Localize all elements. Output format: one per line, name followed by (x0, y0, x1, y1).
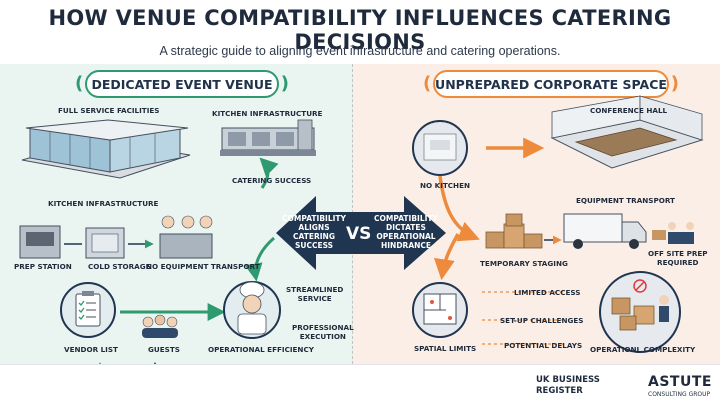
floor-plan-icon (412, 282, 468, 338)
chef-icon (223, 281, 281, 339)
corporate-space-heading-text: UNPREPARED CORPORATE SPACE (435, 76, 667, 92)
spatial-limits-label: SPATIAL LIMITS (414, 344, 477, 353)
professional-execution-label: PROFESSIONAL EXECUTION (292, 323, 354, 341)
arrow-to-staging (438, 175, 480, 242)
vs-label: VS (346, 224, 372, 244)
arrow-to-catering-success (259, 157, 279, 189)
paren-left-icon: ( (423, 73, 432, 94)
conference-hall-label: CONFERENCE HALL (590, 106, 668, 115)
catering-success-label: CATERING SUCCESS (232, 176, 312, 185)
full-service-label: FULL SERVICE FACILITIES (58, 106, 160, 115)
streamlined-service-label: STREAMLINED SERVICE (286, 285, 344, 303)
truck-icon (563, 213, 647, 249)
setup-challenges-label: SET-UP CHALLENGES (500, 316, 584, 325)
operational-efficiency-label: OPERATIONAL EFFICIENCY (208, 345, 314, 354)
astute-brand-name: ASTUTE (648, 374, 712, 390)
cold-storage-label: COLD STORAGE (88, 262, 151, 271)
guests-label: GUESTS (148, 345, 180, 354)
workers-icon (652, 222, 694, 244)
kitchen-infrastructure-icon (220, 119, 316, 156)
compatibility-dictates-text: COMPATIBILITY DICTATES OPERATIONAL HINDR… (374, 214, 438, 250)
paren-right-icon: ) (280, 73, 289, 94)
arrow-to-spatial-limits (433, 233, 460, 281)
dedicated-venue-panel (0, 64, 352, 364)
clipboard-icon (60, 282, 116, 338)
venue-building-icon (21, 119, 191, 179)
empty-room-icon (412, 120, 468, 176)
page-title: HOW VENUE COMPATIBILITY INFLUENCES CATER… (48, 6, 672, 54)
no-kitchen-label: NO KITCHEN (420, 181, 470, 190)
complex-operations-icon (599, 271, 681, 353)
offsite-prep-label: OFF SITE PREP REQUIRED (648, 249, 708, 267)
conference-hall-icon (550, 95, 704, 169)
boxes-icon (485, 213, 543, 249)
kitchen-equipment-icon (19, 215, 213, 259)
temporary-staging-label: TEMPORARY STAGING (480, 259, 568, 268)
compatibility-aligns-text: COMPATIBILITY ALIGNS CATERING SUCCESS (282, 214, 346, 250)
dedicated-venue-heading-text: DEDICATED EVENT VENUE (91, 76, 273, 92)
kitchen-infrastructure-top-label: KITCHEN INFRASTRUCTURE (212, 109, 323, 118)
prep-station-label: PREP STATION (14, 262, 72, 271)
potential-delays-label: POTENTIAL DELAYS (504, 341, 583, 350)
guests-icon (142, 314, 178, 338)
paren-right-icon: ) (670, 73, 679, 94)
equipment-transport-label: EQUIPMENT TRANSPORT (576, 196, 675, 205)
kitchen-infrastructure-label: KITCHEN INFRASTRUCTURE (48, 199, 159, 208)
footer (0, 364, 720, 405)
paren-left-icon: ( (75, 73, 84, 94)
vendor-list-label: VENDOR LIST (64, 345, 118, 354)
no-equipment-transport-label: NO EQUIPMENT TRANSPORT (146, 262, 260, 271)
limited-access-label: LIMITED ACCESS (514, 288, 581, 297)
dedicated-venue-heading: ( DEDICATED EVENT VENUE ) (75, 70, 289, 98)
page-subtitle: A strategic guide to aligning event infr… (159, 44, 561, 58)
corporate-space-heading: ( UNPREPARED CORPORATE SPACE ) (423, 70, 679, 98)
astute-brand-tagline: CONSULTING GROUP (648, 391, 711, 398)
arrow-to-efficiency (244, 236, 275, 282)
uk-register-line2: REGISTER (536, 386, 583, 396)
vs-double-arrow (276, 196, 446, 270)
operational-complexity-label: OPERATIONL COMPLEXITY (590, 345, 696, 354)
uk-register-line1: UK BUSINESS (536, 375, 600, 385)
